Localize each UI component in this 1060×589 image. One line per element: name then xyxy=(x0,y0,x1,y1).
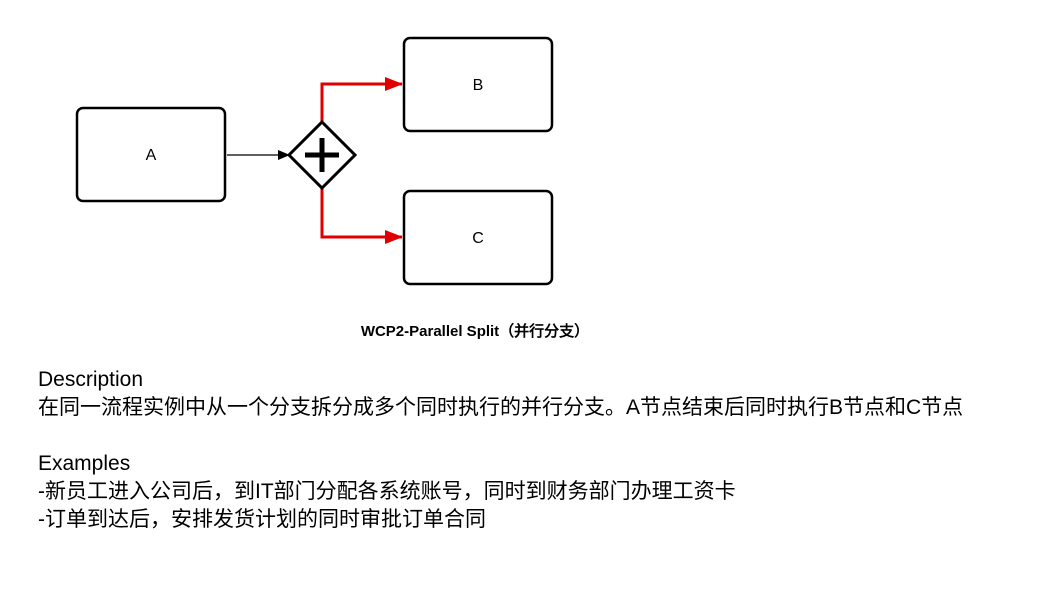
description-section: Description 在同一流程实例中从一个分支拆分成多个同时执行的并行分支。… xyxy=(38,366,1038,422)
diagram-caption: WCP2-Parallel Split（并行分支） xyxy=(360,323,590,340)
flow-gateway-to-b xyxy=(320,77,403,122)
example-item: -订单到达后，安排发货计划的同时审批订单合同 xyxy=(38,508,486,531)
node-a-label: A xyxy=(146,147,157,164)
plus-icon xyxy=(305,138,339,172)
parallel-split-diagram: A B C xyxy=(75,36,554,286)
node-a: A xyxy=(75,106,227,203)
description-body: 在同一流程实例中从一个分支拆分成多个同时执行的并行分支。A节点结束后同时执行B节… xyxy=(38,396,964,419)
examples-section: Examples -新员工进入公司后，到IT部门分配各系统账号，同时到财务部门办… xyxy=(38,450,1038,534)
description-heading: Description xyxy=(38,368,144,391)
node-b-label: B xyxy=(473,77,484,94)
example-item: -新员工进入公司后，到IT部门分配各系统账号，同时到财务部门办理工资卡 xyxy=(38,480,736,503)
examples-heading: Examples xyxy=(38,452,131,475)
section-spacer xyxy=(38,422,1038,450)
text-block: Description 在同一流程实例中从一个分支拆分成多个同时执行的并行分支。… xyxy=(38,366,1038,534)
node-c: C xyxy=(402,189,554,286)
flow-gateway-to-c xyxy=(320,188,403,244)
parallel-gateway xyxy=(286,119,358,191)
node-b: B xyxy=(402,36,554,133)
node-c-label: C xyxy=(472,230,484,247)
